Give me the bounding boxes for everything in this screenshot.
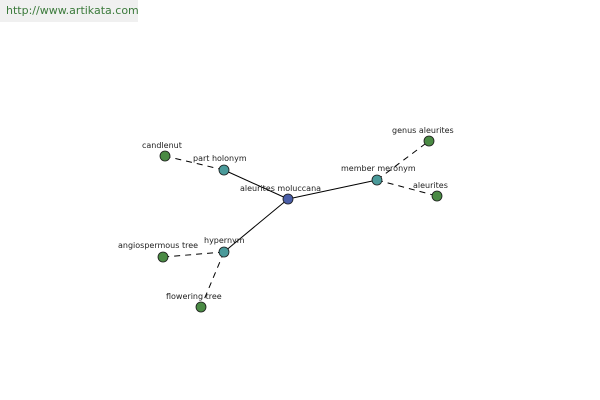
label-aleurites[interactable]: aleurites	[413, 181, 448, 190]
label-angiospermous-tree[interactable]: angiospermous tree	[118, 241, 198, 250]
node-aleurites[interactable]	[431, 190, 443, 202]
node-candlenut[interactable]	[159, 150, 171, 162]
edge-center-to-member-meronym	[287, 179, 378, 200]
nodes-layer	[157, 135, 443, 313]
label-genus-aleurites[interactable]: genus aleurites	[392, 126, 454, 135]
edge-member-meronym-to-genus-aleurites	[376, 140, 430, 181]
edge-hypernym-to-flowering-tree	[200, 251, 225, 308]
label-flowering-tree[interactable]: flowering tree	[166, 292, 222, 301]
edges-layer	[162, 140, 438, 308]
node-angiospermous-tree[interactable]	[157, 251, 169, 263]
node-center[interactable]	[282, 193, 294, 205]
edge-center-to-part-holonym	[223, 169, 289, 200]
node-flowering-tree[interactable]	[195, 301, 207, 313]
source-site-link[interactable]: http://www.artikata.com	[0, 0, 139, 22]
label-part-holonym[interactable]: part holonym	[193, 154, 247, 163]
label-candlenut[interactable]: candlenut	[142, 141, 182, 150]
edge-center-to-hypernym	[223, 198, 289, 253]
label-hypernym[interactable]: hypernym	[204, 236, 245, 245]
node-member-meronym[interactable]	[371, 174, 383, 186]
labels-layer: aleurites moluccana part holonym member me…	[118, 126, 454, 301]
node-part-holonym[interactable]	[218, 164, 230, 176]
label-center[interactable]: aleurites moluccana	[240, 184, 321, 193]
label-member-meronym[interactable]: member meronym	[341, 164, 416, 173]
edge-hypernym-to-angiospermous-tree	[162, 251, 225, 258]
node-genus-aleurites[interactable]	[423, 135, 435, 147]
node-hypernym[interactable]	[218, 246, 230, 258]
